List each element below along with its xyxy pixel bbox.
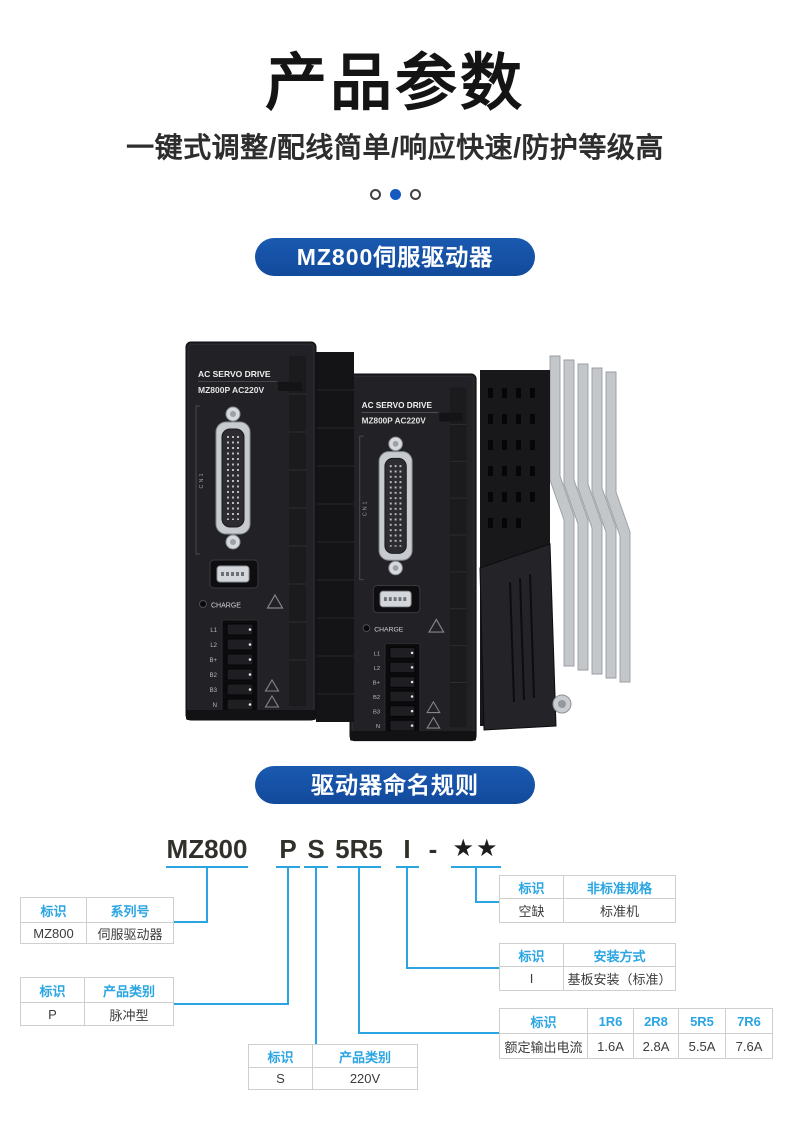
table-header-cell: 标识	[499, 943, 564, 967]
table-cell: 脉冲型	[84, 1002, 174, 1026]
carousel-dot-active[interactable]	[389, 189, 401, 200]
table-header-cell: 非标准规格	[563, 875, 676, 899]
table-header-cell: 标识	[499, 1008, 588, 1034]
carousel-dot[interactable]	[409, 189, 421, 200]
connector-category-s	[304, 866, 328, 1044]
table-cell: 额定输出电流	[499, 1033, 588, 1059]
carousel-dots	[0, 189, 790, 200]
table-header-cell: 2R8	[633, 1008, 679, 1034]
banner-servo-drive: MZ800伺服驱动器	[255, 238, 535, 276]
table-header-cell: 标识	[248, 1044, 313, 1068]
connector-mounting	[396, 866, 499, 969]
table-cell: 标准机	[563, 898, 676, 923]
table-cell: P	[20, 1002, 85, 1026]
connector-category-p	[174, 866, 300, 1005]
banner-naming-rule: 驱动器命名规则	[255, 766, 535, 804]
mounting-screw	[552, 694, 572, 714]
table-cell: 伺服驱动器	[86, 922, 174, 944]
table-header-cell: 产品类别	[84, 977, 174, 1003]
code-segment-stars: ★★	[452, 835, 500, 862]
table-cell: 2.8A	[633, 1033, 679, 1059]
table-cell: 基板安装（标准）	[563, 966, 676, 991]
table-header-cell: 安装方式	[563, 943, 676, 967]
connector-nonstandard	[451, 866, 501, 903]
drive-unit-rear	[348, 370, 557, 742]
code-segment-s: S	[307, 834, 325, 864]
table-rated-current: 标识 1R6 2R8 5R5 7R6 额定输出电流 1.6A 2.8A 5.5A…	[499, 1008, 773, 1059]
code-segment-5r5: 5R5	[335, 834, 383, 864]
code-segment-i: I	[403, 834, 411, 864]
vent-slots	[488, 388, 535, 528]
table-cell: 7.6A	[725, 1033, 773, 1059]
naming-rule-diagram: MZ800 P S 5R5 I - ★★ 标识 系列号 MZ800 伺服驱动器 …	[0, 820, 790, 1120]
table-header-cell: 5R5	[678, 1008, 726, 1034]
code-segment-series: MZ800	[166, 834, 248, 864]
page-subtitle: 一键式调整/配线简单/响应快速/防护等级高	[126, 132, 664, 163]
connector-lines	[166, 866, 501, 1044]
table-cell: 1.6A	[587, 1033, 634, 1059]
table-header-cell: 标识	[499, 875, 564, 899]
table-header-cell: 7R6	[725, 1008, 773, 1034]
table-header-cell: 1R6	[587, 1008, 634, 1034]
connector-rated-current	[337, 866, 499, 1034]
table-header-cell: 标识	[20, 897, 87, 923]
code-segment-p: P	[279, 834, 297, 864]
table-cell: MZ800	[20, 922, 87, 944]
connector-series	[166, 866, 248, 923]
table-cell: S	[248, 1067, 313, 1090]
angled-side-cover	[479, 543, 557, 731]
heatsink-fins	[549, 355, 631, 683]
table-mounting: 标识 安装方式 I 基板安装（标准）	[499, 943, 676, 991]
page-title: 产品参数	[264, 49, 525, 118]
table-header-cell: 产品类别	[312, 1044, 418, 1068]
drive-unit-front	[184, 340, 354, 722]
table-header-cell: 标识	[20, 977, 85, 1003]
table-series: 标识 系列号 MZ800 伺服驱动器	[20, 897, 174, 944]
table-header-cell: 系列号	[86, 897, 174, 923]
carousel-dot[interactable]	[369, 189, 381, 200]
table-cell: 空缺	[499, 898, 564, 923]
table-product-category-p: 标识 产品类别 P 脉冲型	[20, 977, 174, 1026]
table-product-category-s: 标识 产品类别 S 220V	[248, 1044, 418, 1090]
table-cell: 220V	[312, 1067, 418, 1090]
table-nonstandard-spec: 标识 非标准规格 空缺 标准机	[499, 875, 676, 923]
table-cell: I	[499, 966, 564, 991]
code-segment-dash: -	[428, 834, 438, 864]
table-cell: 5.5A	[678, 1033, 726, 1059]
